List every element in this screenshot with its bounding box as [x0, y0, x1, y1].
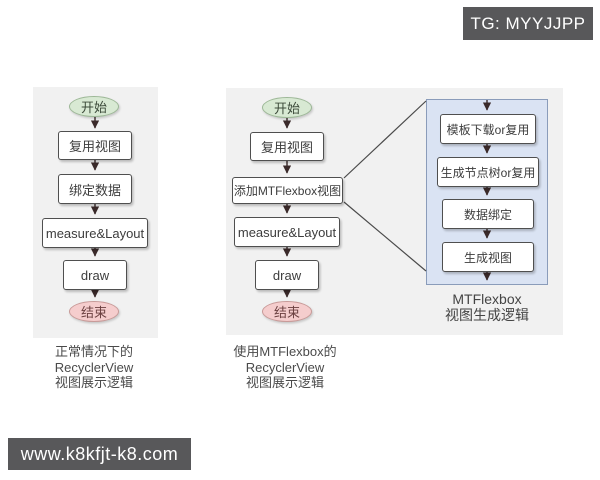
- left-node-reuse-view: 复用视图: [58, 131, 132, 160]
- flexbox-step-node-tree-or-reuse: 生成节点树or复用: [437, 157, 539, 187]
- caption-line: RecyclerView: [54, 359, 134, 375]
- middle-node-measure-layout: measure&Layout: [234, 217, 340, 247]
- left-node-measure-layout: measure&Layout: [42, 218, 148, 248]
- middle-node-reuse-view: 复用视图: [250, 132, 324, 161]
- middle-node-draw: draw: [255, 260, 319, 290]
- flexbox-step-data-binding: 数据绑定: [442, 199, 534, 229]
- left-node-end: 结束: [69, 301, 119, 322]
- left-node-draw: draw: [63, 260, 127, 290]
- left-node-start: 开始: [69, 96, 119, 117]
- caption-line: 视图生成逻辑: [445, 307, 529, 323]
- caption-line: MTFlexbox: [452, 291, 522, 307]
- left-node-bind-data: 绑定数据: [58, 174, 132, 204]
- caption-line: 视图展示逻辑: [245, 375, 324, 390]
- flexbox-step-template-download-or-reuse: 模板下载or复用: [440, 114, 536, 144]
- middle-flow-caption: 使用MTFlexbox的 RecyclerView 视图展示逻辑: [215, 344, 355, 391]
- caption-line: 正常情况下的: [54, 344, 133, 359]
- mtflexbox-panel-caption: MTFlexbox 视图生成逻辑: [417, 291, 557, 323]
- middle-node-start: 开始: [262, 97, 312, 118]
- watermark-bottom-left: www.k8kfjt-k8.com: [8, 438, 191, 470]
- caption-line: 视图展示逻辑: [54, 375, 133, 390]
- watermark-top-right: TG: MYYJJPP: [463, 7, 593, 40]
- caption-line: 使用MTFlexbox的: [233, 344, 337, 359]
- middle-node-add-mtflexbox-view: 添加MTFlexbox视图: [232, 177, 343, 204]
- middle-node-end: 结束: [262, 301, 312, 322]
- left-flow-caption: 正常情况下的 RecyclerView 视图展示逻辑: [24, 344, 164, 391]
- caption-line: RecyclerView: [245, 359, 325, 375]
- flexbox-step-generate-view: 生成视图: [442, 242, 534, 272]
